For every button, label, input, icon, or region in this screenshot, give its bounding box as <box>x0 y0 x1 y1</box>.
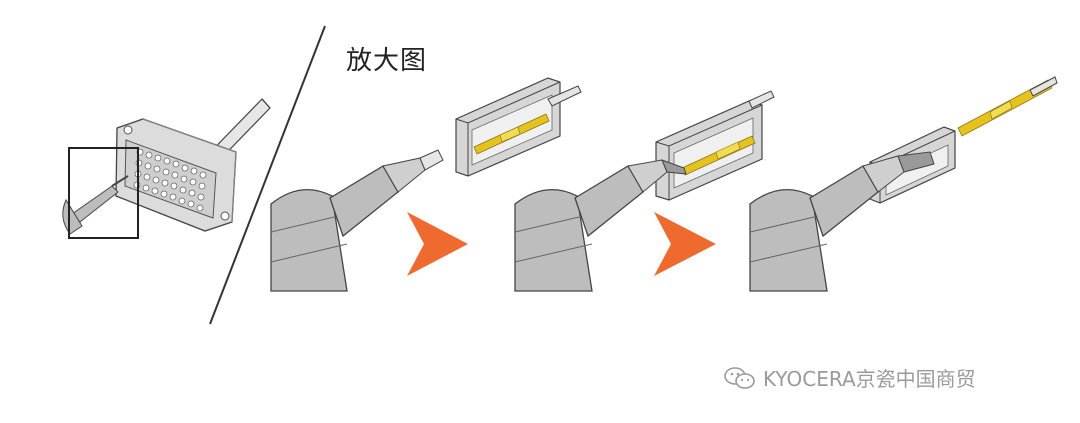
step-3-release-tool <box>749 76 1058 292</box>
zoom-label: 放大图 <box>346 46 428 76</box>
zoom-callout-box <box>68 147 139 239</box>
watermark: KYOCERA京瓷中国商贸 <box>723 363 976 392</box>
watermark-text: KYOCERA京瓷中国商贸 <box>763 367 976 391</box>
connector-overview <box>62 98 271 239</box>
step-2-push-pin <box>514 90 775 292</box>
section-divider <box>209 25 326 325</box>
step-1-insert-pin <box>270 77 582 292</box>
wechat-icon <box>724 366 755 389</box>
step-arrow-2 <box>654 212 716 276</box>
step-arrow-1 <box>407 212 468 276</box>
